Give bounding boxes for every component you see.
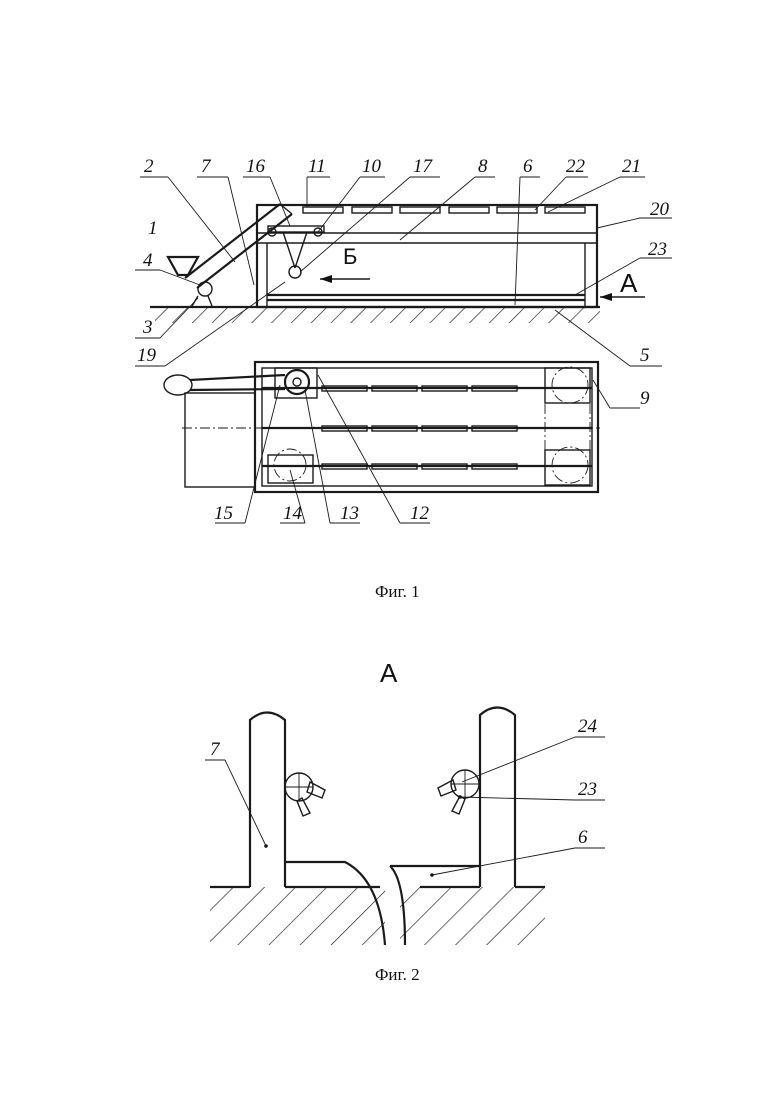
label-20: 20 (650, 199, 670, 220)
label-9: 9 (640, 388, 650, 409)
ground-hatch-left (210, 887, 385, 945)
label-14: 14 (283, 503, 303, 524)
label-13: 13 (340, 503, 359, 524)
right-nozzle-2 (452, 796, 465, 814)
label-10: 10 (362, 156, 382, 177)
fig2-label-6: 6 (578, 827, 588, 848)
label-3: 3 (142, 317, 153, 338)
label-5: 5 (640, 345, 650, 366)
label-11: 11 (308, 156, 326, 177)
label-7: 7 (201, 156, 212, 177)
label-6: 6 (523, 156, 533, 177)
view-a-title: А (380, 658, 398, 688)
fig1-plan-view (164, 362, 640, 523)
label-2: 2 (144, 156, 154, 177)
fig2-label-24: 24 (578, 716, 598, 737)
hopper-plan (164, 375, 192, 395)
figure2-caption: Фиг. 2 (375, 965, 420, 984)
inclined-conveyor (185, 204, 292, 288)
view-letter-b: Б (343, 244, 357, 269)
ground-hatching (155, 307, 600, 323)
label-22: 22 (566, 156, 586, 177)
fig2-label-7: 7 (210, 739, 221, 760)
conveyor-drive (198, 282, 212, 296)
support-leg-2 (208, 296, 212, 306)
label-4: 4 (143, 250, 153, 271)
hopper-platform (185, 393, 255, 487)
label-15: 15 (214, 503, 233, 524)
fig1-side-view: Б А (150, 204, 645, 323)
top-screen-segments (303, 207, 585, 213)
ground-hatch-right (400, 887, 545, 945)
right-nozzle-1 (438, 780, 456, 796)
label-21: 21 (622, 156, 641, 177)
label-19: 19 (137, 345, 157, 366)
left-post (250, 713, 285, 888)
machine-frame (257, 205, 597, 307)
fig2-label-23: 23 (578, 779, 597, 800)
fig2-view-a: А 7 24 23 6 (205, 658, 605, 945)
label-17: 17 (413, 156, 434, 177)
label-12: 12 (410, 503, 430, 524)
label-16: 16 (246, 156, 266, 177)
label-8: 8 (478, 156, 488, 177)
view-letter-a: А (620, 268, 638, 298)
label-1: 1 (148, 218, 158, 239)
figure1-caption: Фиг. 1 (375, 582, 420, 601)
label-23: 23 (648, 239, 667, 260)
